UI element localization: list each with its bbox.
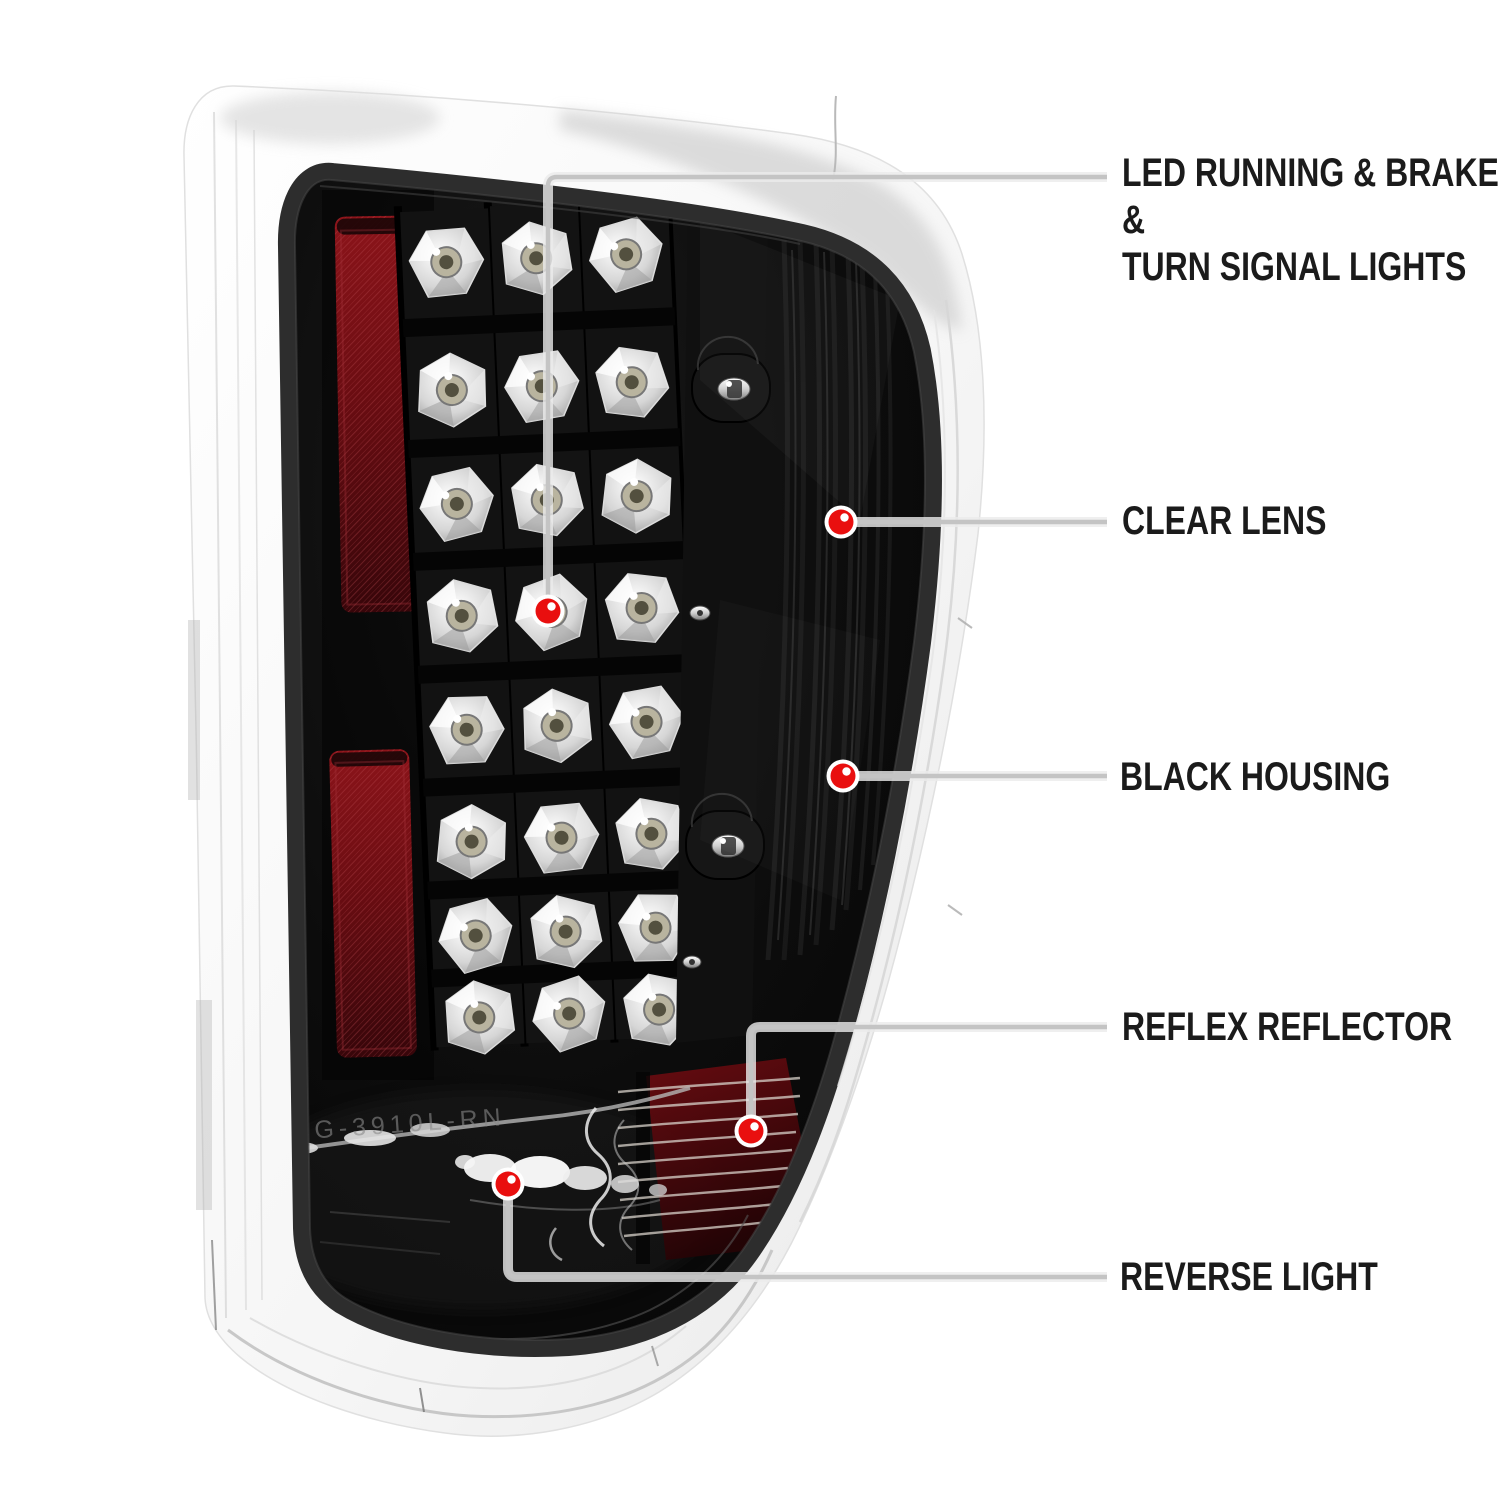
marker-led-lights [531,594,565,628]
callout-label-led-lights: LED RUNNING & BRAKE & TURN SIGNAL LIGHTS [1122,150,1499,291]
callout-label-line: TURN SIGNAL LIGHTS [1122,245,1467,289]
callout-label-line: REVERSE LIGHT [1120,1255,1378,1299]
reflex-red-area [646,1058,802,1260]
small-bolt [689,605,711,621]
marker-clear-lens [824,505,858,539]
callout-markers [491,505,860,1201]
reverse-light-section: CG-3910L-RN [294,1058,802,1340]
callout-label-line: LED RUNNING & BRAKE [1122,151,1499,195]
side-reflector-strip-bottom [329,749,417,1058]
callout-label-reflex-reflector: REFLEX REFLECTOR [1122,1004,1452,1051]
housing-ribbing [765,239,893,961]
housing-interior: CG-3910L-RN [294,185,893,1340]
lens-wave-reflections [549,1107,640,1262]
small-bolt [682,955,702,969]
callout-label-clear-lens: CLEAR LENS [1122,498,1326,545]
shell-contours [227,299,960,1419]
shell-shading [188,92,973,1331]
callout-label-reverse-light: REVERSE LIGHT [1120,1254,1378,1301]
reverse-slats [617,1076,801,1238]
callout-label-black-housing: BLACK HOUSING [1120,754,1390,801]
marker-black-housing [826,759,860,793]
callout-label-line: BLACK HOUSING [1120,755,1391,799]
callout-label-line: & [1122,198,1146,242]
marker-reverse-light [491,1167,525,1201]
callout-label-line: REFLEX REFLECTOR [1122,1005,1453,1049]
callout-label-line: CLEAR LENS [1122,499,1327,543]
marker-reflex-reflector [734,1114,768,1148]
